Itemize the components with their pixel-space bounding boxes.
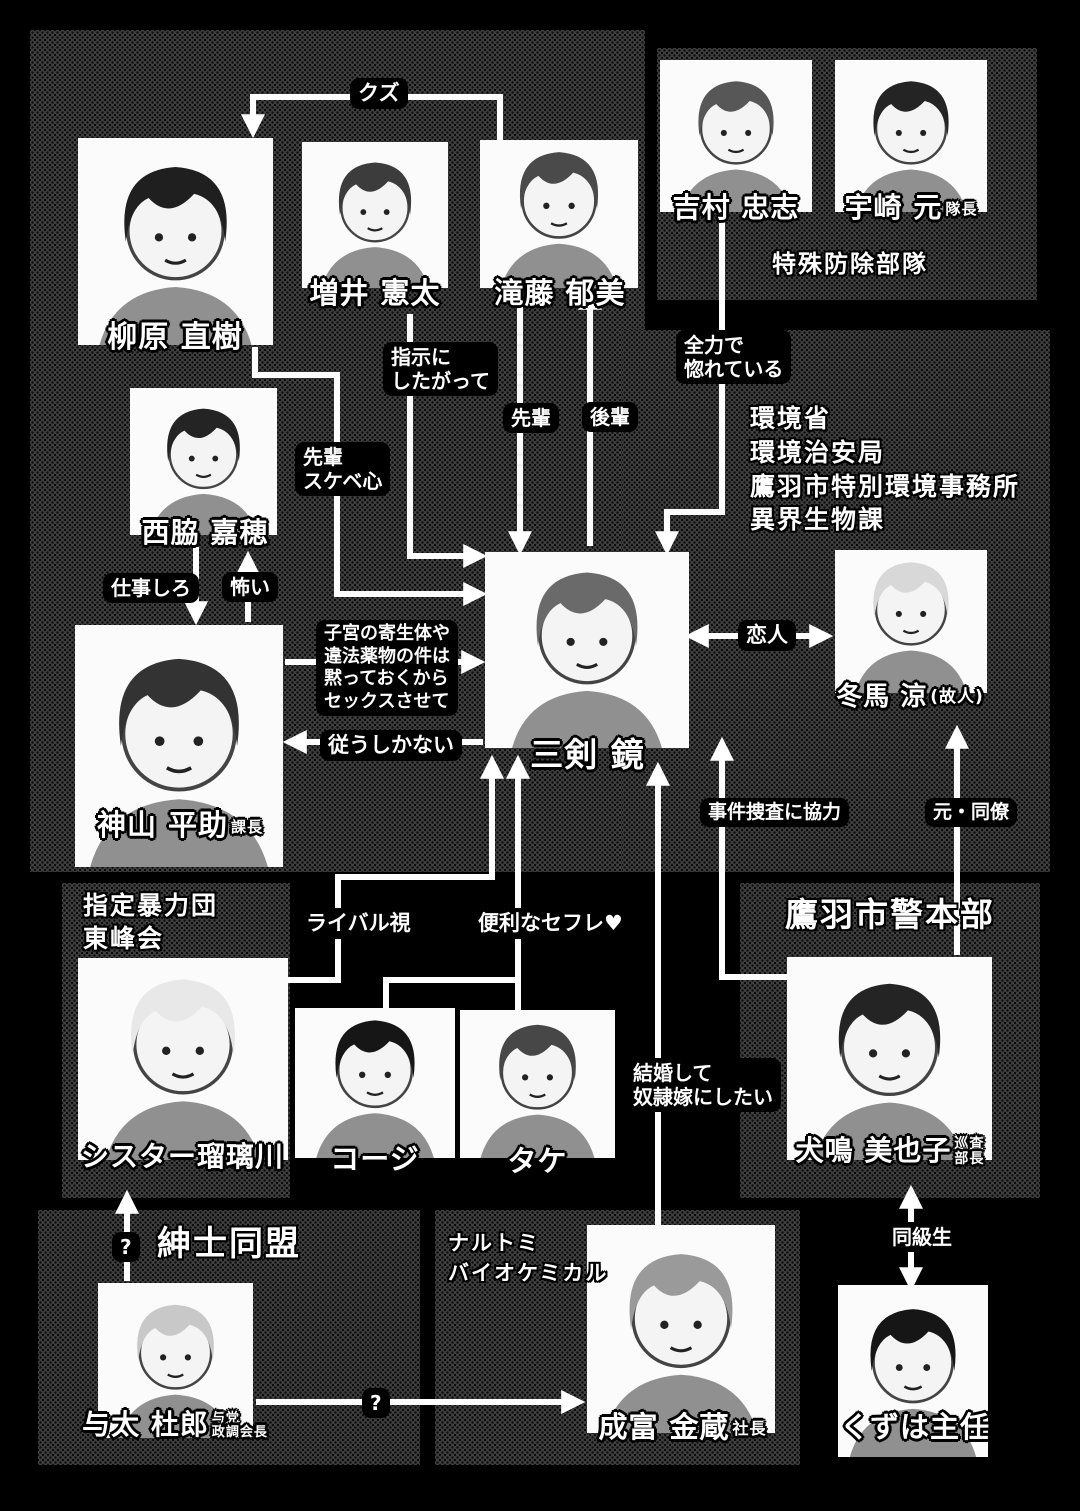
portrait-koji xyxy=(295,1008,455,1158)
portrait-box-inunaki xyxy=(787,957,992,1160)
portrait-yanagihara xyxy=(78,138,273,345)
character-suffix-kamiyama: 課長 xyxy=(231,817,264,836)
relationship-label-rival: ライバル視 xyxy=(298,908,419,940)
character-name-mitsurugi: 三剣 鏡 xyxy=(530,735,645,774)
character-suffix-touma: (故人) xyxy=(930,687,984,708)
portrait-inunaki xyxy=(787,957,992,1160)
org-tokushu-label: 特殊防除部隊 xyxy=(772,250,928,278)
portrait-box-mitsurugi xyxy=(485,552,689,748)
relationship-label-shigoto: 仕事しろ xyxy=(103,573,199,603)
portrait-box-kamiyama xyxy=(75,625,283,867)
relationship-label-moto-doryo: 元・同僚 xyxy=(925,798,1018,827)
character-suffix-yota: 与党 政調会長 xyxy=(211,1410,268,1440)
relationship-label-q-up: ? xyxy=(112,1232,140,1262)
portrait-box-takito xyxy=(480,140,638,288)
portrait-box-kuzuha xyxy=(838,1285,988,1457)
portrait-box-yota xyxy=(98,1283,253,1438)
relationship-label-jiken: 事件捜査に協力 xyxy=(700,798,850,827)
relationship-label-koibito: 恋人 xyxy=(738,620,796,652)
character-name-sister: シスター瑠璃川 xyxy=(80,1140,284,1173)
connector-senpai-sukebe xyxy=(252,347,488,606)
character-name-kuzuha: くずは主任 xyxy=(839,1410,990,1444)
relationship-label-shikyu: 子宮の寄生体や 違法薬物の件は 黙っておくから セックスさせて xyxy=(316,620,458,716)
portrait-box-narutomi xyxy=(587,1225,775,1433)
relationship-label-kouhai: 後輩 xyxy=(582,402,638,432)
relationship-label-q-right: ? xyxy=(362,1388,390,1418)
relationship-label-kuzu: クズ xyxy=(350,78,408,110)
portrait-sister xyxy=(78,958,288,1160)
portrait-touma xyxy=(835,550,987,693)
character-name-yanagihara: 柳原 直樹 xyxy=(107,320,243,355)
character-suffix-inunaki: 巡査 部長 xyxy=(954,1135,985,1167)
character-name-koji: コージ xyxy=(330,1142,420,1176)
character-name-yota: 与太 杜郎与党 政調会長 xyxy=(82,1408,268,1441)
portrait-nishiwaki xyxy=(130,388,277,535)
character-name-narutomi: 成富 金蔵社長 xyxy=(598,1410,767,1444)
portrait-box-touma xyxy=(835,550,987,693)
portrait-box-uzaki xyxy=(835,60,987,212)
connector-sefure-branch xyxy=(383,977,518,1010)
relationship-label-senpai: 先輩 xyxy=(503,403,559,433)
character-name-touma: 冬馬 涼(故人) xyxy=(836,682,984,712)
portrait-takito xyxy=(480,140,638,288)
org-shinshi-label: 紳士同盟 xyxy=(157,1224,301,1264)
org-kankyo-label: 環境省 環境治安局 鷹羽市特別環境事務所 異界生物課 xyxy=(750,404,1021,535)
portrait-mitsurugi xyxy=(485,552,689,748)
character-suffix-uzaki: 隊長 xyxy=(945,199,978,218)
connector-jiken xyxy=(710,736,787,980)
portrait-narutomi xyxy=(587,1225,775,1433)
character-suffix-narutomi: 社長 xyxy=(732,1419,767,1439)
character-name-takito: 滝藤 郁美 xyxy=(494,276,626,310)
character-name-yoshimura: 吉村 忠志 xyxy=(672,191,800,224)
character-name-uzaki: 宇崎 元隊長 xyxy=(844,191,978,224)
relationship-label-shitagau: 従うしかない xyxy=(320,730,462,762)
relationship-label-kekkon: 結婚して 奴隷嫁にしたい xyxy=(625,1058,781,1112)
org-narutomi-bio-label: ナルトミ バイオケミカル xyxy=(448,1231,609,1286)
org-boryokudan-label: 指定暴力団 東峰会 xyxy=(83,891,219,953)
connector-rival xyxy=(288,754,504,983)
portrait-masui xyxy=(302,142,448,288)
portrait-yoshimura xyxy=(660,60,812,212)
portrait-box-take xyxy=(460,1010,615,1158)
portrait-take xyxy=(460,1010,615,1158)
character-name-masui: 増井 憲太 xyxy=(309,276,441,310)
character-name-take: タケ xyxy=(507,1144,568,1178)
relationship-label-dokyusei: 同級生 xyxy=(884,1222,960,1252)
relationship-label-kowai: 怖い xyxy=(222,572,278,602)
relationship-label-shiji: 指示に したがって xyxy=(383,342,498,396)
org-keisatsu-label: 鷹羽市警本部 xyxy=(785,895,995,934)
relationship-label-zenryoku: 全力で 惚れている xyxy=(676,330,792,384)
character-name-kamiyama: 神山 平助課長 xyxy=(96,808,264,842)
relationship-label-sefure: 便利なセフレ♥ xyxy=(470,908,631,940)
portrait-uzaki xyxy=(835,60,987,212)
portrait-box-koji xyxy=(295,1008,455,1158)
character-name-nishiwaki: 西脇 嘉穂 xyxy=(141,516,269,549)
character-name-inunaki: 犬鳴 美也子巡査 部長 xyxy=(795,1134,985,1167)
portrait-box-masui xyxy=(302,142,448,288)
portrait-box-nishiwaki xyxy=(130,388,277,535)
portrait-box-sister xyxy=(78,958,288,1160)
portrait-box-yanagihara xyxy=(78,138,273,345)
relationship-label-senpai-sukebe: 先輩 スケベ心 xyxy=(295,442,391,496)
portrait-box-yoshimura xyxy=(660,60,812,212)
